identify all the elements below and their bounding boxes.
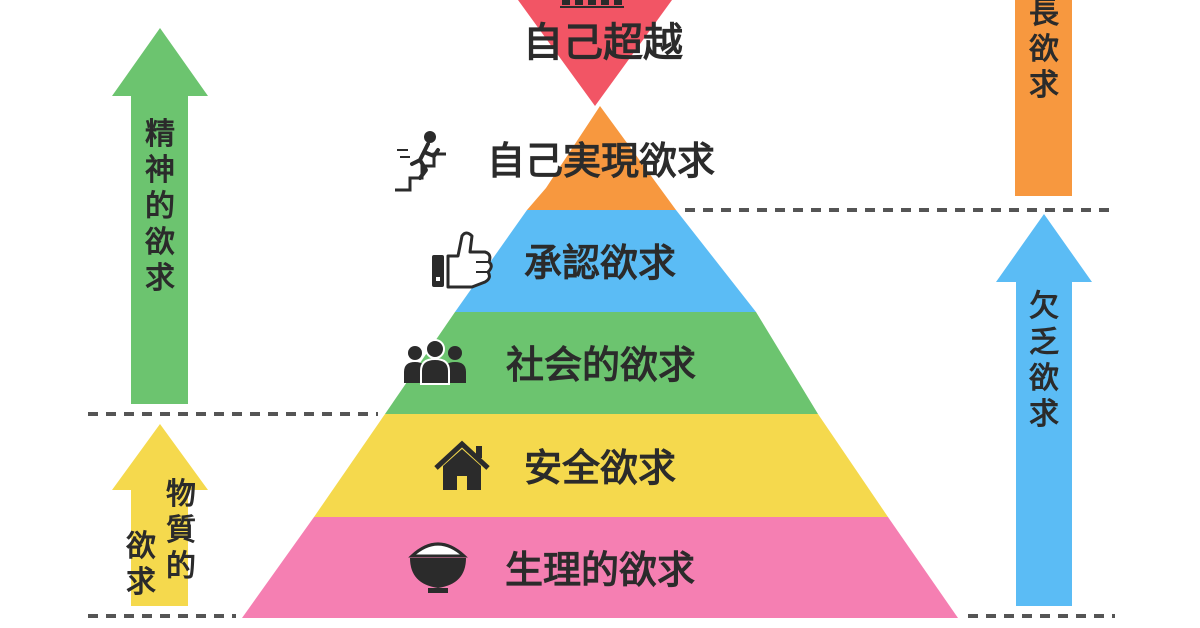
safety-layer bbox=[314, 414, 888, 517]
dividers bbox=[88, 208, 1115, 618]
growth-arrow-label: 長欲求 bbox=[1028, 0, 1060, 103]
deficiency-arrow: 欠乏欲求 bbox=[996, 214, 1092, 606]
bars-icon bbox=[560, 0, 624, 8]
people-group-icon bbox=[404, 339, 466, 385]
level-label-self-actualization: 自己実現欲求 bbox=[487, 139, 715, 183]
deficiency-arrow-shape bbox=[996, 214, 1092, 606]
growth-arrow-shape bbox=[1015, 0, 1072, 196]
physiological-layer bbox=[242, 517, 958, 618]
material-arrow-label-col1: 物質的 bbox=[166, 477, 196, 584]
running-stairs-icon bbox=[395, 131, 446, 192]
deficiency-arrow-label: 欠乏欲求 bbox=[1028, 289, 1060, 432]
material-arrow: 物質的 欲求 bbox=[112, 424, 208, 606]
house-icon bbox=[434, 440, 490, 490]
growth-arrow: 長欲求 bbox=[1015, 0, 1072, 196]
level-label-esteem: 承認欲求 bbox=[524, 241, 676, 285]
spiritual-arrow-shape bbox=[112, 28, 208, 404]
material-arrow-shape bbox=[112, 424, 208, 606]
pyramid bbox=[242, 0, 958, 618]
spiritual-arrow-label: 精神的欲求 bbox=[144, 117, 175, 296]
self-actualization-layer bbox=[527, 106, 676, 210]
level-label-transcendence: 自己超越 bbox=[523, 20, 683, 66]
transcendence-layer bbox=[518, 0, 672, 106]
level-label-safety: 安全欲求 bbox=[524, 446, 676, 490]
social-layer bbox=[385, 312, 818, 414]
thumbs-up-icon bbox=[432, 231, 493, 289]
level-label-physiological: 生理的欲求 bbox=[505, 548, 695, 592]
level-label-social: 社会的欲求 bbox=[506, 343, 696, 387]
material-arrow-label-col2: 欲求 bbox=[125, 529, 156, 600]
esteem-layer bbox=[455, 210, 756, 312]
spiritual-arrow: 精神的欲求 bbox=[112, 28, 208, 404]
rice-bowl-icon bbox=[408, 542, 468, 593]
